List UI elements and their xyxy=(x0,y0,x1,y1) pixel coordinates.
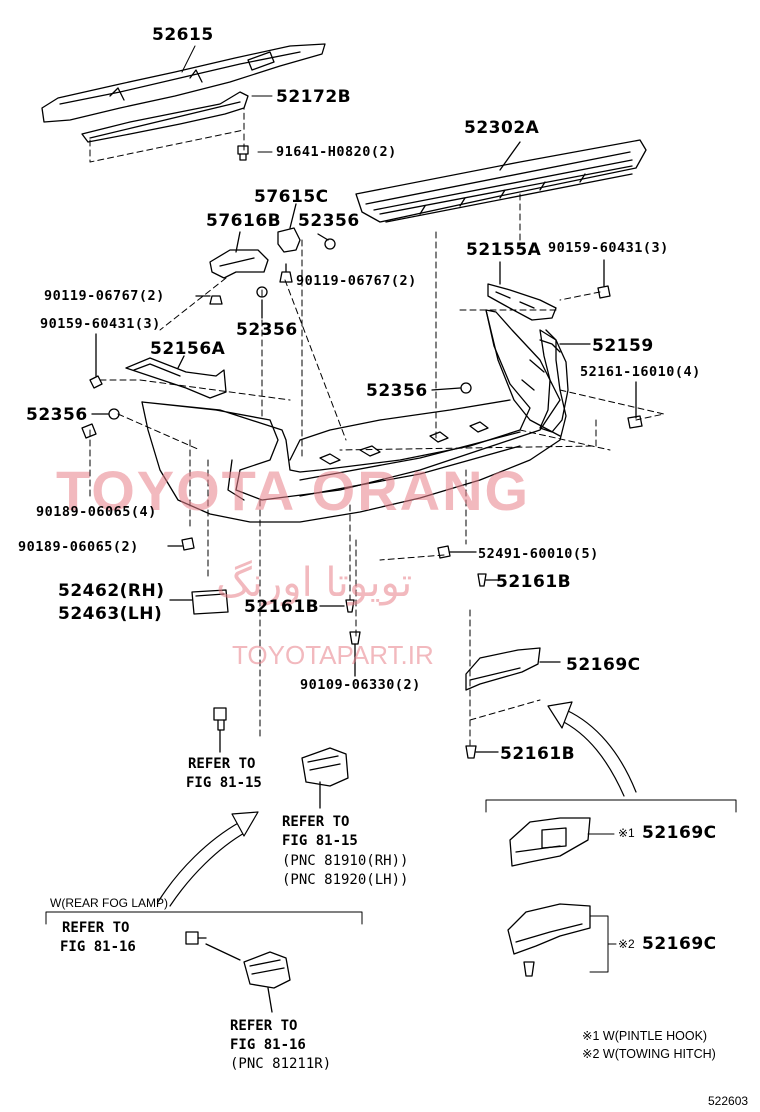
refer-to-label-3: REFER TO xyxy=(62,920,130,936)
fig-81-15-link-2[interactable]: FIG 81-15 xyxy=(282,833,358,849)
label-52156a: 52156A xyxy=(150,339,226,359)
pointer-arrow-right xyxy=(547,701,637,797)
label-90189-4: 90189-06065(4) xyxy=(36,504,157,520)
leader-lines xyxy=(181,45,273,153)
watermark-url: TOYOTAPART.IR xyxy=(232,640,434,670)
refer-to-label-2: REFER TO xyxy=(282,814,350,830)
rear-bumper-cover-part xyxy=(141,309,567,523)
label-57616b: 57616B xyxy=(206,211,282,231)
label-52155a: 52155A xyxy=(466,240,542,260)
label-52491: 52491-60010(5) xyxy=(478,546,599,562)
refer-to-label-4: REFER TO xyxy=(230,1018,298,1034)
towing-cover-part xyxy=(507,903,591,977)
figure-number: 522603 xyxy=(708,1094,749,1108)
fig-81-16-link-2[interactable]: FIG 81-16 xyxy=(230,1037,306,1053)
label-52161b-right: 52161B xyxy=(496,572,572,592)
screw-icons xyxy=(81,259,643,759)
watermark-persian: تویوتا اورنگ xyxy=(216,560,413,606)
pintle-cover-part xyxy=(509,817,591,867)
bolt-91641-icon xyxy=(237,145,249,161)
label-90109: 90109-06330(2) xyxy=(300,677,421,693)
upper-strip-part xyxy=(81,91,249,143)
label-90159-right: 90159-60431(3) xyxy=(548,240,669,256)
label-52169c-towing: 52169C xyxy=(642,934,717,954)
bracket-52156a-part xyxy=(125,355,227,399)
label-57615c: 57615C xyxy=(254,187,329,207)
label-52615: 52615 xyxy=(152,25,214,45)
label-90159-left: 90159-60431(3) xyxy=(40,316,161,332)
bolt-81-15-icon xyxy=(213,707,227,753)
reflector-part xyxy=(169,589,229,615)
pointer-arrow-left xyxy=(157,811,259,907)
label-90189-2: 90189-06065(2) xyxy=(18,539,139,555)
mark-1: ※1 xyxy=(618,826,635,840)
label-52161b-left: 52161B xyxy=(244,597,320,617)
center-cover-52169c-part xyxy=(465,647,561,691)
footnote-towing-hitch: ※2 W(TOWING HITCH) xyxy=(582,1047,716,1061)
side-extension-52159-part xyxy=(539,329,591,433)
dashed-guides xyxy=(89,107,665,746)
variant-bracket-lines xyxy=(45,799,737,973)
label-52356-left: 52356 xyxy=(26,405,88,425)
step-pad-part xyxy=(355,139,647,223)
refer-to-label-1: REFER TO xyxy=(188,756,256,772)
reflex-lamp-81-15-part xyxy=(301,747,349,809)
rear-fog-lamp-81-16-part xyxy=(185,931,291,1013)
label-52161b-bottom: 52161B xyxy=(500,744,576,764)
pnc-81920: (PNC 81920(LH)) xyxy=(282,872,409,888)
clip-52356-icons xyxy=(91,233,472,420)
pnc-81211: (PNC 81211R) xyxy=(230,1056,332,1072)
bracket-57615c-part xyxy=(277,203,301,253)
mark-2: ※2 xyxy=(618,937,635,951)
fig-81-16-link-1[interactable]: FIG 81-16 xyxy=(60,939,136,955)
upper-reinforcement-part xyxy=(41,43,326,123)
label-52462-rh: 52462(RH) xyxy=(58,581,165,601)
pnc-81910: (PNC 81910(RH)) xyxy=(282,853,409,869)
label-90119-left: 90119-06767(2) xyxy=(44,288,165,304)
footnote-pintle-hook: ※1 W(PINTLE HOOK) xyxy=(582,1029,708,1043)
label-52356-right: 52356 xyxy=(366,381,428,401)
label-52302a: 52302A xyxy=(464,118,540,138)
label-52463-lh: 52463(LH) xyxy=(58,604,163,624)
label-91641: 91641-H0820(2) xyxy=(276,144,397,160)
fig-81-15-link-1[interactable]: FIG 81-15 xyxy=(186,775,262,791)
label-90119-right: 90119-06767(2) xyxy=(296,273,417,289)
watermark-main: TOYOTA ORANG xyxy=(56,459,531,522)
bracket-52155a-part xyxy=(487,261,557,321)
rear-fog-lamp-note: W(REAR FOG LAMP) xyxy=(50,896,169,910)
label-52159: 52159 xyxy=(592,336,654,356)
label-52161-16010: 52161-16010(4) xyxy=(580,364,701,380)
label-52356-top: 52356 xyxy=(298,211,360,231)
label-52356-mid: 52356 xyxy=(236,320,298,340)
label-52169c-center: 52169C xyxy=(566,655,641,675)
label-52172b: 52172B xyxy=(276,87,352,107)
bracket-57616b-part xyxy=(209,231,269,279)
label-52169c-pintle: 52169C xyxy=(642,823,717,843)
